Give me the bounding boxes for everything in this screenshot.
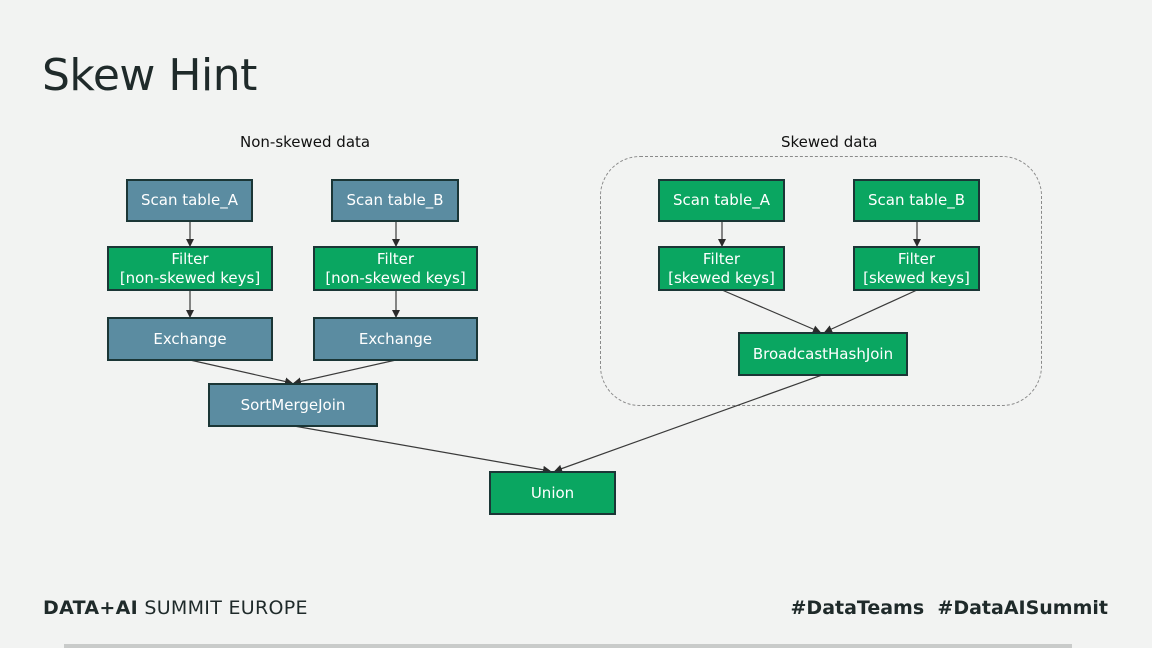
filter-keys-label: [skewed keys]	[863, 268, 970, 287]
footer-hashtags: #DataTeams #DataAISummit	[790, 597, 1109, 619]
filter-label: Filter	[376, 249, 415, 268]
footer-brand-bold: DATA+AI	[43, 597, 138, 619]
exchange-b-label: Exchange	[358, 329, 433, 348]
skewed-section-label: Skewed data	[781, 133, 878, 151]
edge-filter-b-right-to-bhj	[824, 289, 918, 333]
filter-non-skewed-b-node: Filter [non-skewed keys]	[313, 246, 478, 291]
filter-label: Filter	[702, 249, 741, 268]
union-label: Union	[530, 483, 575, 502]
filter-skewed-a-node: Filter [skewed keys]	[658, 246, 785, 291]
skewed-data-region	[600, 156, 1042, 406]
edge-exchange-b-to-smj	[293, 359, 397, 386]
non-skewed-section-label: Non-skewed data	[240, 133, 371, 151]
scan-table-b-node: Scan table_B	[331, 179, 459, 222]
broadcast-hash-join-node: BroadcastHashJoin	[738, 332, 908, 376]
scan-table-a-label: Scan table_A	[141, 191, 238, 209]
scan-table-a-node: Scan table_A	[126, 179, 253, 222]
edge-filter-a-right-to-bhj	[721, 289, 821, 333]
footer-brand-rest: SUMMIT EUROPE	[138, 597, 308, 619]
scan-table-a-skewed-node: Scan table_A	[658, 179, 785, 222]
filter-label: Filter	[171, 249, 209, 268]
footer-brand: DATA+AI SUMMIT EUROPE	[43, 597, 308, 619]
sort-merge-join-node: SortMergeJoin	[208, 383, 378, 427]
scan-table-b-label: Scan table_B	[346, 191, 444, 209]
page-title: Skew Hint	[42, 50, 257, 101]
exchange-a-node: Exchange	[107, 317, 273, 361]
edge-exchange-a-to-smj	[189, 359, 293, 386]
bottom-divider	[64, 644, 1072, 648]
exchange-b-node: Exchange	[313, 317, 478, 361]
filter-keys-label: [skewed keys]	[668, 268, 775, 287]
filter-keys-label: [non-skewed keys]	[119, 268, 261, 287]
sort-merge-join-label: SortMergeJoin	[240, 395, 346, 414]
scan-table-b-skewed-node: Scan table_B	[853, 179, 980, 222]
filter-skewed-b-node: Filter [skewed keys]	[853, 246, 980, 291]
broadcast-hash-join-label: BroadcastHashJoin	[752, 344, 894, 363]
edge-bhj-to-union	[554, 374, 823, 473]
scan-table-b-skewed-label: Scan table_B	[867, 191, 966, 209]
union-node: Union	[489, 471, 616, 515]
edge-smj-to-union	[293, 425, 551, 474]
scan-table-a-skewed-label: Scan table_A	[673, 191, 770, 209]
filter-keys-label: [non-skewed keys]	[325, 268, 466, 287]
exchange-a-label: Exchange	[153, 329, 227, 348]
filter-label: Filter	[897, 249, 936, 268]
filter-non-skewed-a-node: Filter [non-skewed keys]	[107, 246, 273, 291]
